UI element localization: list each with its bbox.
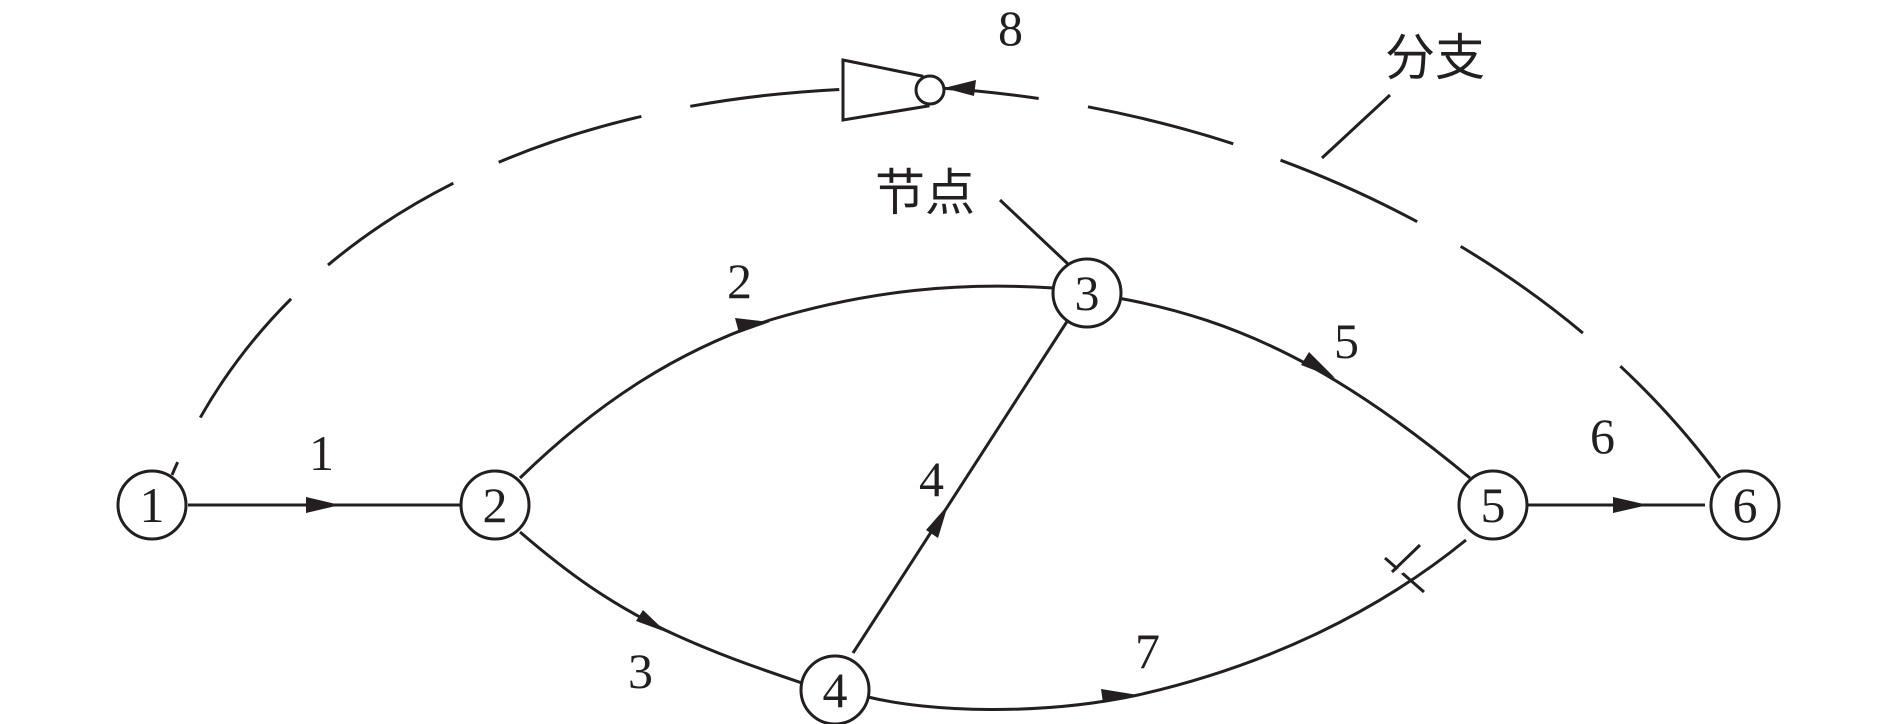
node-5: 5 bbox=[1457, 469, 1529, 541]
edge-5-curve bbox=[1117, 296, 1471, 480]
annotation-node-label: 节点 bbox=[875, 164, 975, 222]
edge-8-arrowhead bbox=[944, 80, 976, 96]
edge-7: 7 bbox=[867, 538, 1467, 711]
node-3-label: 3 bbox=[1075, 265, 1100, 321]
node-2-label: 2 bbox=[483, 477, 508, 533]
fan-icon bbox=[841, 58, 946, 122]
edge-3: 3 bbox=[519, 530, 806, 699]
edge-3-arrowhead bbox=[636, 610, 666, 632]
edge-5-label: 5 bbox=[1334, 313, 1359, 369]
edge-4-arrowhead bbox=[926, 505, 948, 538]
node-1: 1 bbox=[116, 469, 188, 541]
edge-4: 4 bbox=[851, 319, 1070, 654]
edge-7-arrowhead bbox=[1101, 689, 1138, 703]
edge-8: 8 bbox=[170, 0, 1722, 479]
edge-4-label: 4 bbox=[919, 451, 944, 507]
edge-3-curve bbox=[519, 530, 806, 686]
node-3: 3 bbox=[1051, 257, 1123, 329]
edge-7-label: 7 bbox=[1135, 623, 1160, 679]
edge-2-label: 2 bbox=[727, 253, 752, 309]
annotation-node: 节点 bbox=[875, 164, 1070, 266]
regulator-icon bbox=[1384, 543, 1425, 594]
edge-8-label: 8 bbox=[998, 0, 1023, 56]
node-6: 6 bbox=[1709, 469, 1781, 541]
edge-6: 6 bbox=[1525, 408, 1705, 513]
node-4: 4 bbox=[799, 654, 871, 724]
edge-1: 1 bbox=[188, 425, 465, 513]
node-5-label: 5 bbox=[1481, 477, 1506, 533]
edge-1-arrowhead bbox=[306, 497, 340, 513]
edge-5: 5 bbox=[1117, 296, 1471, 480]
node-4-label: 4 bbox=[823, 662, 848, 718]
edge-2: 2 bbox=[518, 253, 1055, 480]
node-1-label: 1 bbox=[140, 477, 165, 533]
edge-5-arrowhead bbox=[1301, 352, 1335, 378]
edge-2-curve bbox=[518, 284, 1055, 480]
edge-4-line bbox=[851, 319, 1070, 654]
edge-3-label: 3 bbox=[628, 643, 653, 699]
annotation-node-leader bbox=[998, 198, 1070, 266]
edge-6-label: 6 bbox=[1590, 408, 1615, 464]
annotation-branch: 分支 bbox=[1320, 29, 1485, 160]
node-2: 2 bbox=[459, 469, 531, 541]
edge-6-arrowhead bbox=[1613, 497, 1648, 513]
annotation-branch-leader bbox=[1320, 93, 1392, 160]
edge-8-curve bbox=[170, 86, 1722, 479]
edge-2-arrowhead bbox=[735, 318, 770, 333]
annotation-branch-label: 分支 bbox=[1385, 29, 1485, 87]
edge-7-curve bbox=[867, 538, 1467, 711]
edge-1-label: 1 bbox=[309, 425, 334, 481]
node-6-label: 6 bbox=[1733, 477, 1758, 533]
